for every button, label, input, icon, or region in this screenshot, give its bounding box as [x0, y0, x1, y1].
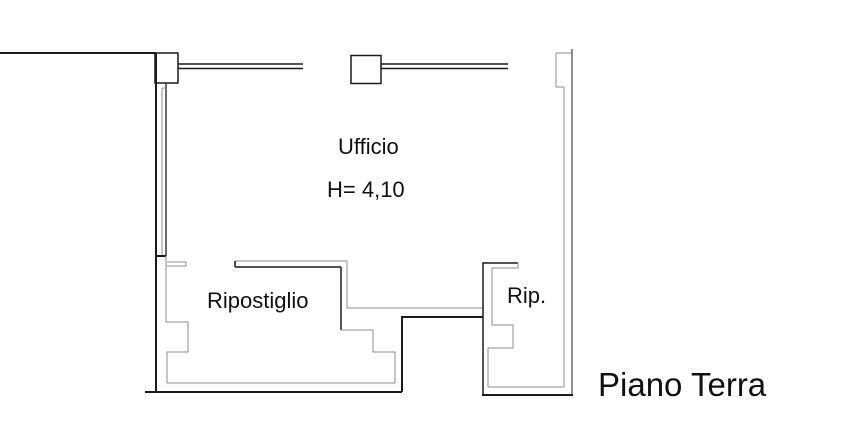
column-top-left	[154, 52, 179, 84]
rip-left-wall	[482, 262, 519, 395]
rip-bottom-wall	[482, 386, 573, 396]
label-piano-terra: Piano Terra	[598, 366, 767, 403]
ripostiglio-bottom-wall	[145, 382, 402, 393]
window-pier-center	[350, 54, 382, 85]
window-top-left	[178, 63, 303, 70]
window-left	[156, 83, 167, 257]
column-top-right	[555, 52, 572, 88]
rip-left-wall-steps	[487, 324, 514, 387]
window-top-right	[381, 63, 508, 70]
ripostiglio-door-jamb	[167, 261, 187, 267]
center-recess-wall	[347, 307, 483, 392]
wall-left-inner-lower	[165, 256, 189, 383]
label-rip: Rip.	[507, 283, 546, 308]
label-ceiling-height: H= 4,10	[327, 177, 405, 202]
label-ripostiglio: Ripostiglio	[207, 288, 309, 313]
ripostiglio-right-wall	[340, 261, 396, 383]
ripostiglio-top-wall	[234, 260, 347, 268]
label-ufficio: Ufficio	[338, 134, 399, 159]
wall-right	[563, 49, 573, 395]
